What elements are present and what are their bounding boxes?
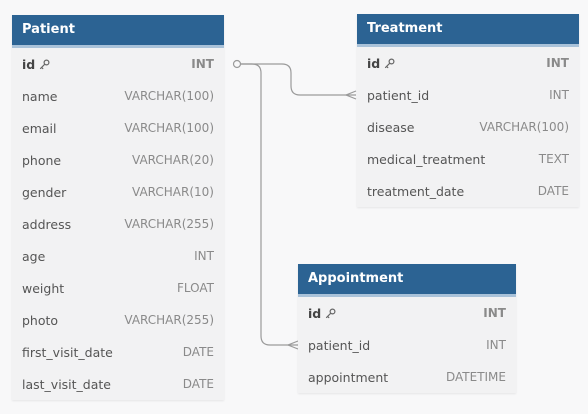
column-name-text: last_visit_date xyxy=(22,376,111,392)
column-type: INT xyxy=(546,56,569,70)
column-name: id xyxy=(367,56,395,71)
column-name: id xyxy=(22,57,50,72)
key-icon xyxy=(39,58,50,70)
column-row-patient-id[interactable]: patient_id INT xyxy=(298,329,516,361)
column-row-patient-id[interactable]: patient_id INT xyxy=(357,79,579,111)
column-name-text: name xyxy=(22,88,58,104)
column-name: address xyxy=(22,217,71,232)
column-type: INT xyxy=(549,88,569,102)
column-name: phone xyxy=(22,153,61,168)
column-name-text: id xyxy=(22,56,36,72)
column-name: gender xyxy=(22,185,66,200)
column-type: DATE xyxy=(182,345,214,359)
column-type: TEXT xyxy=(538,152,569,166)
column-row-phone[interactable]: phone VARCHAR(20) xyxy=(12,144,224,176)
column-name: weight xyxy=(22,281,64,296)
table-header[interactable]: Treatment xyxy=(357,14,579,47)
column-type: INT xyxy=(483,306,506,320)
column-type: INT xyxy=(191,57,214,71)
column-name: id xyxy=(308,306,336,321)
column-type: VARCHAR(10) xyxy=(132,185,214,199)
column-name-text: first_visit_date xyxy=(22,344,113,360)
column-name-text: address xyxy=(22,216,72,232)
column-name-text: phone xyxy=(22,152,62,168)
edge-one-marker xyxy=(232,59,242,69)
column-name-text: photo xyxy=(22,312,59,328)
column-row-appointment[interactable]: appointment DATETIME xyxy=(298,361,516,393)
column-type: VARCHAR(255) xyxy=(124,313,214,327)
column-name-text: patient_id xyxy=(308,337,371,353)
column-row-gender[interactable]: gender VARCHAR(10) xyxy=(12,176,224,208)
column-name: patient_id xyxy=(308,338,370,353)
column-name-text: id xyxy=(308,305,322,321)
column-name: appointment xyxy=(308,370,388,385)
column-type: FLOAT xyxy=(176,281,214,295)
column-row-name[interactable]: name VARCHAR(100) xyxy=(12,80,224,112)
column-row-email[interactable]: email VARCHAR(100) xyxy=(12,112,224,144)
table-header[interactable]: Patient xyxy=(12,15,224,48)
key-icon xyxy=(325,307,336,319)
edge-patient-appointment xyxy=(241,63,298,346)
column-name: email xyxy=(22,121,56,136)
column-type: INT xyxy=(486,338,506,352)
column-name: name xyxy=(22,89,57,104)
column-name-text: disease xyxy=(367,119,415,135)
column-name-text: weight xyxy=(22,280,65,296)
column-type: VARCHAR(255) xyxy=(124,217,214,231)
column-name-text: treatment_date xyxy=(367,183,465,199)
column-row-id[interactable]: id INT xyxy=(357,47,579,79)
column-name: patient_id xyxy=(367,88,429,103)
column-row-id[interactable]: id INT xyxy=(298,297,516,329)
edge-patient-treatment xyxy=(241,63,356,96)
column-row-first-visit-date[interactable]: first_visit_date DATE xyxy=(12,336,224,368)
column-type: DATE xyxy=(182,377,214,391)
column-row-id[interactable]: id INT xyxy=(12,48,224,80)
key-icon xyxy=(384,57,395,69)
column-name-text: email xyxy=(22,120,57,136)
column-type: VARCHAR(20) xyxy=(132,153,214,167)
column-name: treatment_date xyxy=(367,184,464,199)
column-name: photo xyxy=(22,313,58,328)
table-header[interactable]: Appointment xyxy=(298,264,516,297)
column-name: first_visit_date xyxy=(22,345,113,360)
edge-many-marker-treatment xyxy=(344,90,357,100)
column-row-age[interactable]: age INT xyxy=(12,240,224,272)
column-row-weight[interactable]: weight FLOAT xyxy=(12,272,224,304)
column-type: DATE xyxy=(537,184,569,198)
column-row-address[interactable]: address VARCHAR(255) xyxy=(12,208,224,240)
column-type: VARCHAR(100) xyxy=(124,89,214,103)
edge-many-marker-appointment xyxy=(286,340,299,350)
column-row-medical-treatment[interactable]: medical_treatment TEXT xyxy=(357,143,579,175)
column-name: last_visit_date xyxy=(22,377,111,392)
column-row-last-visit-date[interactable]: last_visit_date DATE xyxy=(12,368,224,400)
column-name: disease xyxy=(367,120,414,135)
column-name-text: appointment xyxy=(308,369,389,385)
column-type: VARCHAR(100) xyxy=(124,121,214,135)
column-row-photo[interactable]: photo VARCHAR(255) xyxy=(12,304,224,336)
column-row-disease[interactable]: disease VARCHAR(100) xyxy=(357,111,579,143)
column-row-treatment-date[interactable]: treatment_date DATE xyxy=(357,175,579,207)
column-type: INT xyxy=(194,249,214,263)
column-name-text: id xyxy=(367,55,381,71)
column-name: medical_treatment xyxy=(367,152,485,167)
column-type: DATETIME xyxy=(445,370,506,384)
column-name-text: age xyxy=(22,248,46,264)
column-name-text: patient_id xyxy=(367,87,430,103)
column-type: VARCHAR(100) xyxy=(479,120,569,134)
column-name: age xyxy=(22,249,45,264)
column-name-text: gender xyxy=(22,184,67,200)
column-name-text: medical_treatment xyxy=(367,151,486,167)
